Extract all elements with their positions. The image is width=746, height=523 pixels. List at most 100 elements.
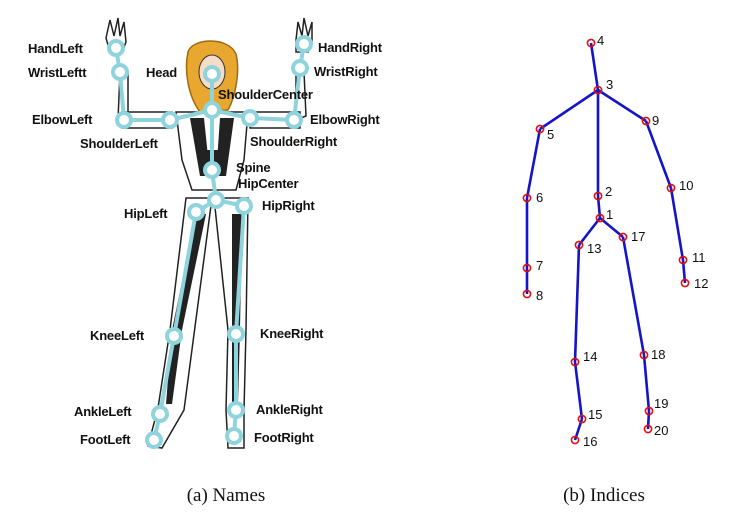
joint-9 bbox=[641, 116, 651, 126]
joint-index-label-7: 7 bbox=[536, 258, 543, 273]
joint-index-label-6: 6 bbox=[536, 190, 543, 205]
joint-label-elbow-left: ElbowLeft bbox=[32, 112, 93, 127]
joint-5 bbox=[535, 124, 545, 134]
joint-label-spine: Spine bbox=[236, 160, 270, 175]
joint-label-hand-right: HandRight bbox=[318, 40, 383, 55]
joint-index-label-2: 2 bbox=[605, 184, 612, 199]
joint-4 bbox=[586, 38, 596, 48]
joint-label-hip-right: HipRight bbox=[262, 198, 315, 213]
joint-label-ankle-right: AnkleRight bbox=[256, 402, 323, 417]
joint-shoulder-right bbox=[241, 109, 259, 127]
bone-13-14 bbox=[573, 244, 581, 363]
joint-ankle-left bbox=[151, 405, 169, 423]
joint-elbow-left bbox=[115, 111, 133, 129]
bone-3-9 bbox=[597, 88, 647, 123]
joint-index-label-9: 9 bbox=[652, 113, 659, 128]
joint-label-shoulder-right: ShoulderRight bbox=[250, 134, 338, 149]
indices-skeleton-bones bbox=[525, 42, 687, 441]
joint-knee-right bbox=[227, 325, 245, 343]
joint-13 bbox=[574, 240, 584, 250]
joint-19 bbox=[644, 406, 654, 416]
bone-hip-left-knee-left bbox=[172, 211, 198, 337]
joint-foot-right bbox=[225, 427, 243, 445]
joint-17 bbox=[618, 232, 628, 242]
bone-5-6 bbox=[525, 128, 542, 199]
names-caption: (a) Names bbox=[187, 485, 266, 506]
joint-2 bbox=[593, 191, 603, 201]
joint-ankle-right bbox=[227, 401, 245, 419]
joint-index-label-15: 15 bbox=[588, 407, 602, 422]
bone-17-18 bbox=[621, 236, 646, 356]
joint-wrist-right bbox=[291, 59, 309, 77]
joint-index-label-17: 17 bbox=[631, 229, 645, 244]
joint-hip-center bbox=[207, 191, 225, 209]
joint-index-label-12: 12 bbox=[694, 276, 708, 291]
bone-14-15 bbox=[573, 361, 584, 420]
joint-knee-left bbox=[165, 327, 183, 345]
joint-foot-left bbox=[145, 431, 163, 449]
joint-index-label-20: 20 bbox=[654, 423, 668, 438]
bone-9-10 bbox=[644, 120, 673, 189]
joint-index-label-8: 8 bbox=[536, 288, 543, 303]
bone-hip-right-knee-right bbox=[234, 205, 246, 335]
bone-4-3 bbox=[589, 42, 600, 91]
joint-label-elbow-right: ElbowRight bbox=[310, 112, 380, 127]
joint-head bbox=[203, 65, 221, 83]
joint-label-hip-center: HipCenter bbox=[238, 176, 298, 191]
character-illustration bbox=[105, 17, 313, 449]
joint-index-label-4: 4 bbox=[597, 33, 604, 48]
joint-label-foot-left: FootLeft bbox=[80, 432, 131, 447]
joint-18 bbox=[639, 350, 649, 360]
indices-skeleton-joints bbox=[522, 38, 690, 445]
joint-10 bbox=[666, 183, 676, 193]
joint-label-shoulder-left: ShoulderLeft bbox=[80, 136, 159, 151]
joint-label-head: Head bbox=[146, 65, 177, 80]
joint-label-wrist-left: WristLeftt bbox=[28, 65, 87, 80]
joint-index-label-18: 18 bbox=[651, 347, 665, 362]
joint-16 bbox=[570, 435, 580, 445]
joint-index-label-13: 13 bbox=[587, 241, 601, 256]
joint-8 bbox=[522, 289, 532, 299]
joint-15 bbox=[577, 414, 587, 424]
joint-14 bbox=[570, 357, 580, 367]
joint-index-label-1: 1 bbox=[606, 207, 613, 222]
joint-index-label-11: 11 bbox=[692, 250, 706, 265]
bone-10-11 bbox=[669, 187, 685, 261]
joint-spine bbox=[203, 161, 221, 179]
joint-wrist-left bbox=[111, 63, 129, 81]
bone-3-5 bbox=[539, 88, 599, 131]
joint-hand-right bbox=[295, 35, 313, 53]
names-skeleton-joints bbox=[107, 35, 313, 449]
joint-label-knee-left: KneeLeft bbox=[90, 328, 145, 343]
joint-11 bbox=[678, 255, 688, 265]
joint-label-hand-left: HandLeft bbox=[28, 41, 84, 56]
joint-label-ankle-left: AnkleLeft bbox=[74, 404, 132, 419]
joint-label-wrist-right: WristRight bbox=[314, 64, 378, 79]
joint-index-label-3: 3 bbox=[606, 77, 613, 92]
joint-label-knee-right: KneeRight bbox=[260, 326, 324, 341]
joint-20 bbox=[643, 424, 653, 434]
joint-hand-left bbox=[107, 39, 125, 57]
indices-caption: (b) Indices bbox=[563, 485, 645, 506]
joint-6 bbox=[522, 193, 532, 203]
joint-label-shoulder-center: ShoulderCenter bbox=[218, 87, 313, 102]
joint-shoulder-center bbox=[203, 101, 221, 119]
joint-elbow-right bbox=[285, 111, 303, 129]
joint-7 bbox=[522, 263, 532, 273]
bone-1-13 bbox=[577, 217, 602, 246]
bone-18-19 bbox=[642, 354, 651, 412]
joint-label-foot-right: FootRight bbox=[254, 430, 314, 445]
joint-3 bbox=[593, 85, 603, 95]
joint-index-label-16: 16 bbox=[583, 434, 597, 449]
bone-1-17 bbox=[599, 216, 624, 239]
joint-hip-right bbox=[235, 197, 253, 215]
joint-index-label-14: 14 bbox=[583, 349, 597, 364]
joint-12 bbox=[680, 278, 690, 288]
joint-index-label-19: 19 bbox=[654, 396, 668, 411]
joint-hip-left bbox=[187, 203, 205, 221]
